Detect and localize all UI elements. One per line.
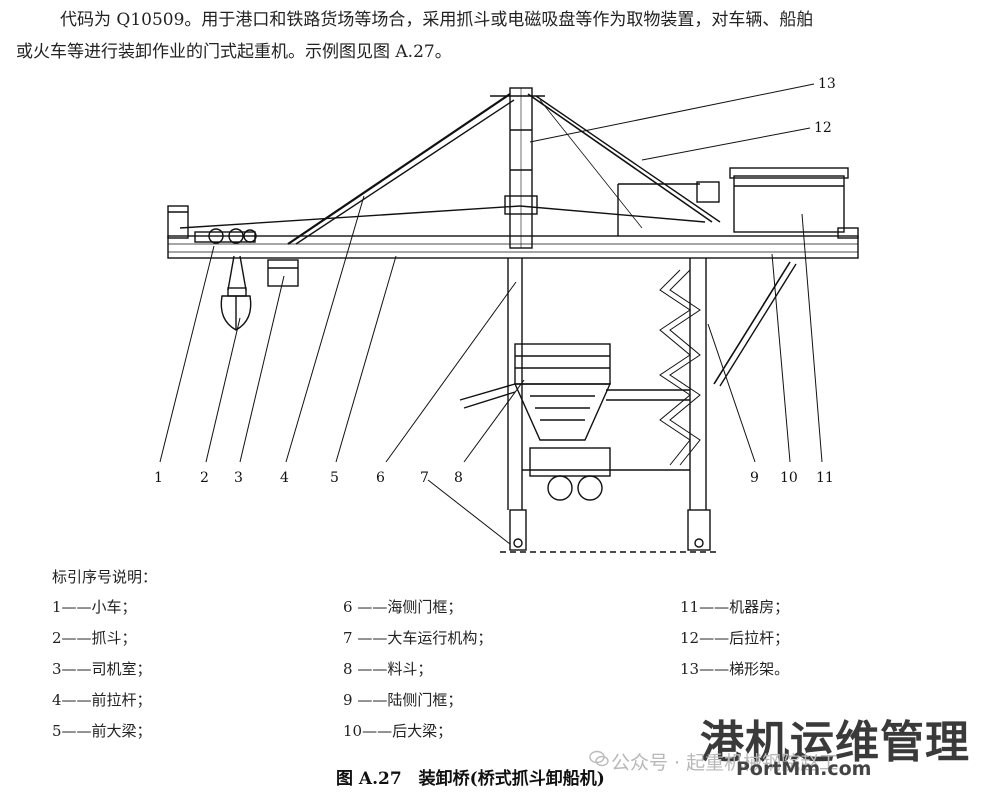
callout-13: 13 bbox=[818, 76, 836, 92]
legend-column-1: 1——小车； 2——抓斗； 3——司机室； 4——前拉杆； 5——前大梁； bbox=[52, 592, 152, 747]
legend-item: 11——机器房； bbox=[680, 598, 790, 616]
legend-item: 5——前大梁； bbox=[52, 722, 152, 740]
legend-item: 8 ——料斗； bbox=[343, 660, 433, 678]
legend-item: 3——司机室； bbox=[52, 660, 152, 678]
callout-3: 3 bbox=[234, 470, 243, 486]
callout-12: 12 bbox=[814, 120, 832, 136]
wechat-icon bbox=[589, 750, 609, 767]
callout-10: 10 bbox=[780, 470, 798, 486]
trolley bbox=[194, 228, 257, 244]
legend-item: 4——前拉杆； bbox=[52, 691, 152, 709]
main-girder bbox=[167, 235, 859, 259]
legend-item: 2——抓斗； bbox=[52, 629, 137, 647]
intro-line-2: 或火车等进行装卸作业的门式起重机。示例图见图 A.27。 bbox=[16, 42, 452, 62]
intro-paragraph: 代码为 Q10509。用于港口和铁路货场等场合，采用抓斗或电磁吸盘等作为取物装置… bbox=[16, 4, 996, 68]
intro-line-1: 代码为 Q10509。用于港口和铁路货场等场合，采用抓斗或电磁吸盘等作为取物装置… bbox=[60, 10, 814, 30]
front-stay bbox=[287, 93, 511, 245]
legend-item: 7 ——大车运行机构； bbox=[343, 629, 493, 647]
machine-house bbox=[729, 167, 859, 239]
callout-2: 2 bbox=[200, 470, 209, 486]
landside-portal bbox=[687, 258, 711, 551]
legend-item: 12——后拉杆； bbox=[680, 629, 790, 647]
stairs bbox=[659, 269, 701, 466]
callout-7: 7 bbox=[420, 470, 429, 486]
callout-1: 1 bbox=[154, 470, 163, 486]
legend-item: 10——后大梁； bbox=[343, 722, 453, 740]
callout-5: 5 bbox=[330, 470, 339, 486]
legend-column-2: 6 ——海侧门框； 7 ——大车运行机构； 8 ——料斗； 9 ——陆侧门框； … bbox=[343, 592, 492, 747]
legend-item: 1——小车； bbox=[52, 598, 137, 616]
watermark-source: 公众号 · 起重机械钢院赵工 bbox=[611, 752, 839, 774]
back-stay bbox=[527, 93, 713, 223]
operator-cab bbox=[267, 259, 299, 287]
callout-9: 9 bbox=[750, 470, 759, 486]
ship-unloader-diagram: 1 2 3 4 5 6 7 8 9 10 11 12 13 bbox=[154, 76, 859, 553]
figure-caption: 图 A.27 装卸桥(桥式抓斗卸船机) bbox=[336, 769, 605, 789]
callout-11: 11 bbox=[816, 470, 834, 486]
grab-bucket bbox=[220, 255, 252, 331]
watermark-url: PortMm.com bbox=[736, 758, 872, 780]
legend-item: 6 ——海侧门框； bbox=[343, 598, 463, 616]
hopper bbox=[459, 343, 612, 441]
watermark-title: 港机运维管理 bbox=[700, 717, 970, 768]
callout-4: 4 bbox=[280, 470, 289, 486]
legend-item: 9 ——陆侧门框； bbox=[343, 691, 463, 709]
legend-column-3: 11——机器房； 12——后拉杆； 13——梯形架。 bbox=[680, 592, 789, 685]
a-frame bbox=[490, 87, 545, 249]
callout-8: 8 bbox=[454, 470, 463, 486]
legend-title: 标引序号说明： bbox=[52, 568, 158, 586]
callout-6: 6 bbox=[376, 470, 385, 486]
legend-item: 13——梯形架。 bbox=[680, 660, 790, 678]
